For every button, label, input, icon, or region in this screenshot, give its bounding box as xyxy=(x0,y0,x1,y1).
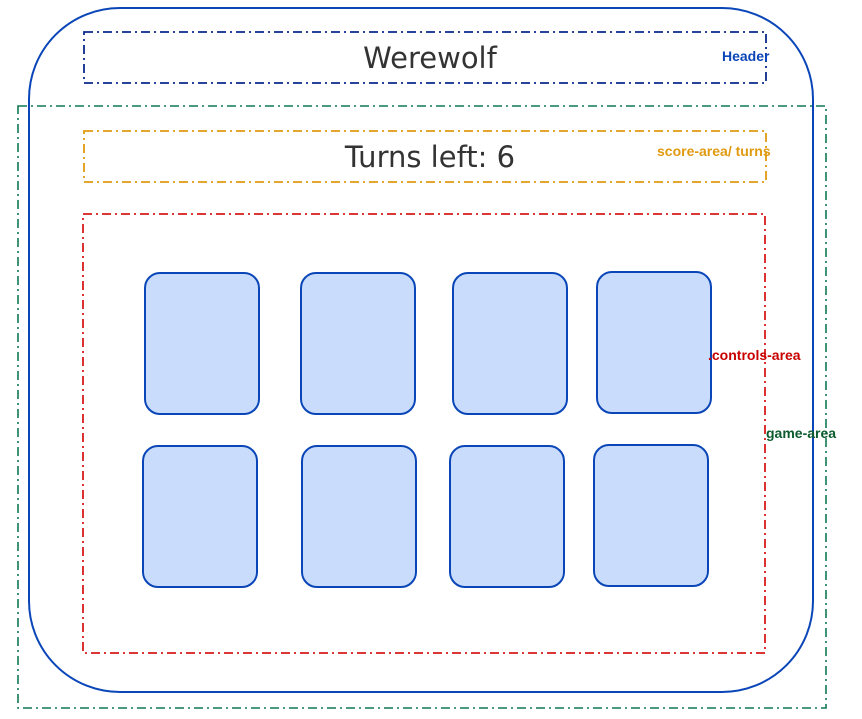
card-r2-c4[interactable] xyxy=(593,444,709,587)
turns-left-text: Turns left: 6 xyxy=(344,140,516,174)
card-r1-c3[interactable] xyxy=(452,272,568,415)
card-r1-c4[interactable] xyxy=(596,271,712,414)
game-area-annotation: game-area xyxy=(766,425,837,441)
card-r1-c2[interactable] xyxy=(300,272,416,415)
header-annotation: Header xyxy=(722,48,770,64)
card-r1-c1[interactable] xyxy=(144,272,260,415)
controls-area-region xyxy=(82,213,766,654)
header-title: Werewolf xyxy=(363,41,497,75)
card-r2-c1[interactable] xyxy=(142,445,258,588)
card-r2-c2[interactable] xyxy=(301,445,417,588)
card-r2-c3[interactable] xyxy=(449,445,565,588)
controls-area-annotation: .controls-area xyxy=(708,347,801,363)
score-area-region xyxy=(83,130,767,183)
score-area-annotation: score-area/ turns xyxy=(657,143,771,159)
game-area-region xyxy=(17,105,827,709)
device-outline xyxy=(28,7,814,693)
header-region xyxy=(83,31,767,84)
